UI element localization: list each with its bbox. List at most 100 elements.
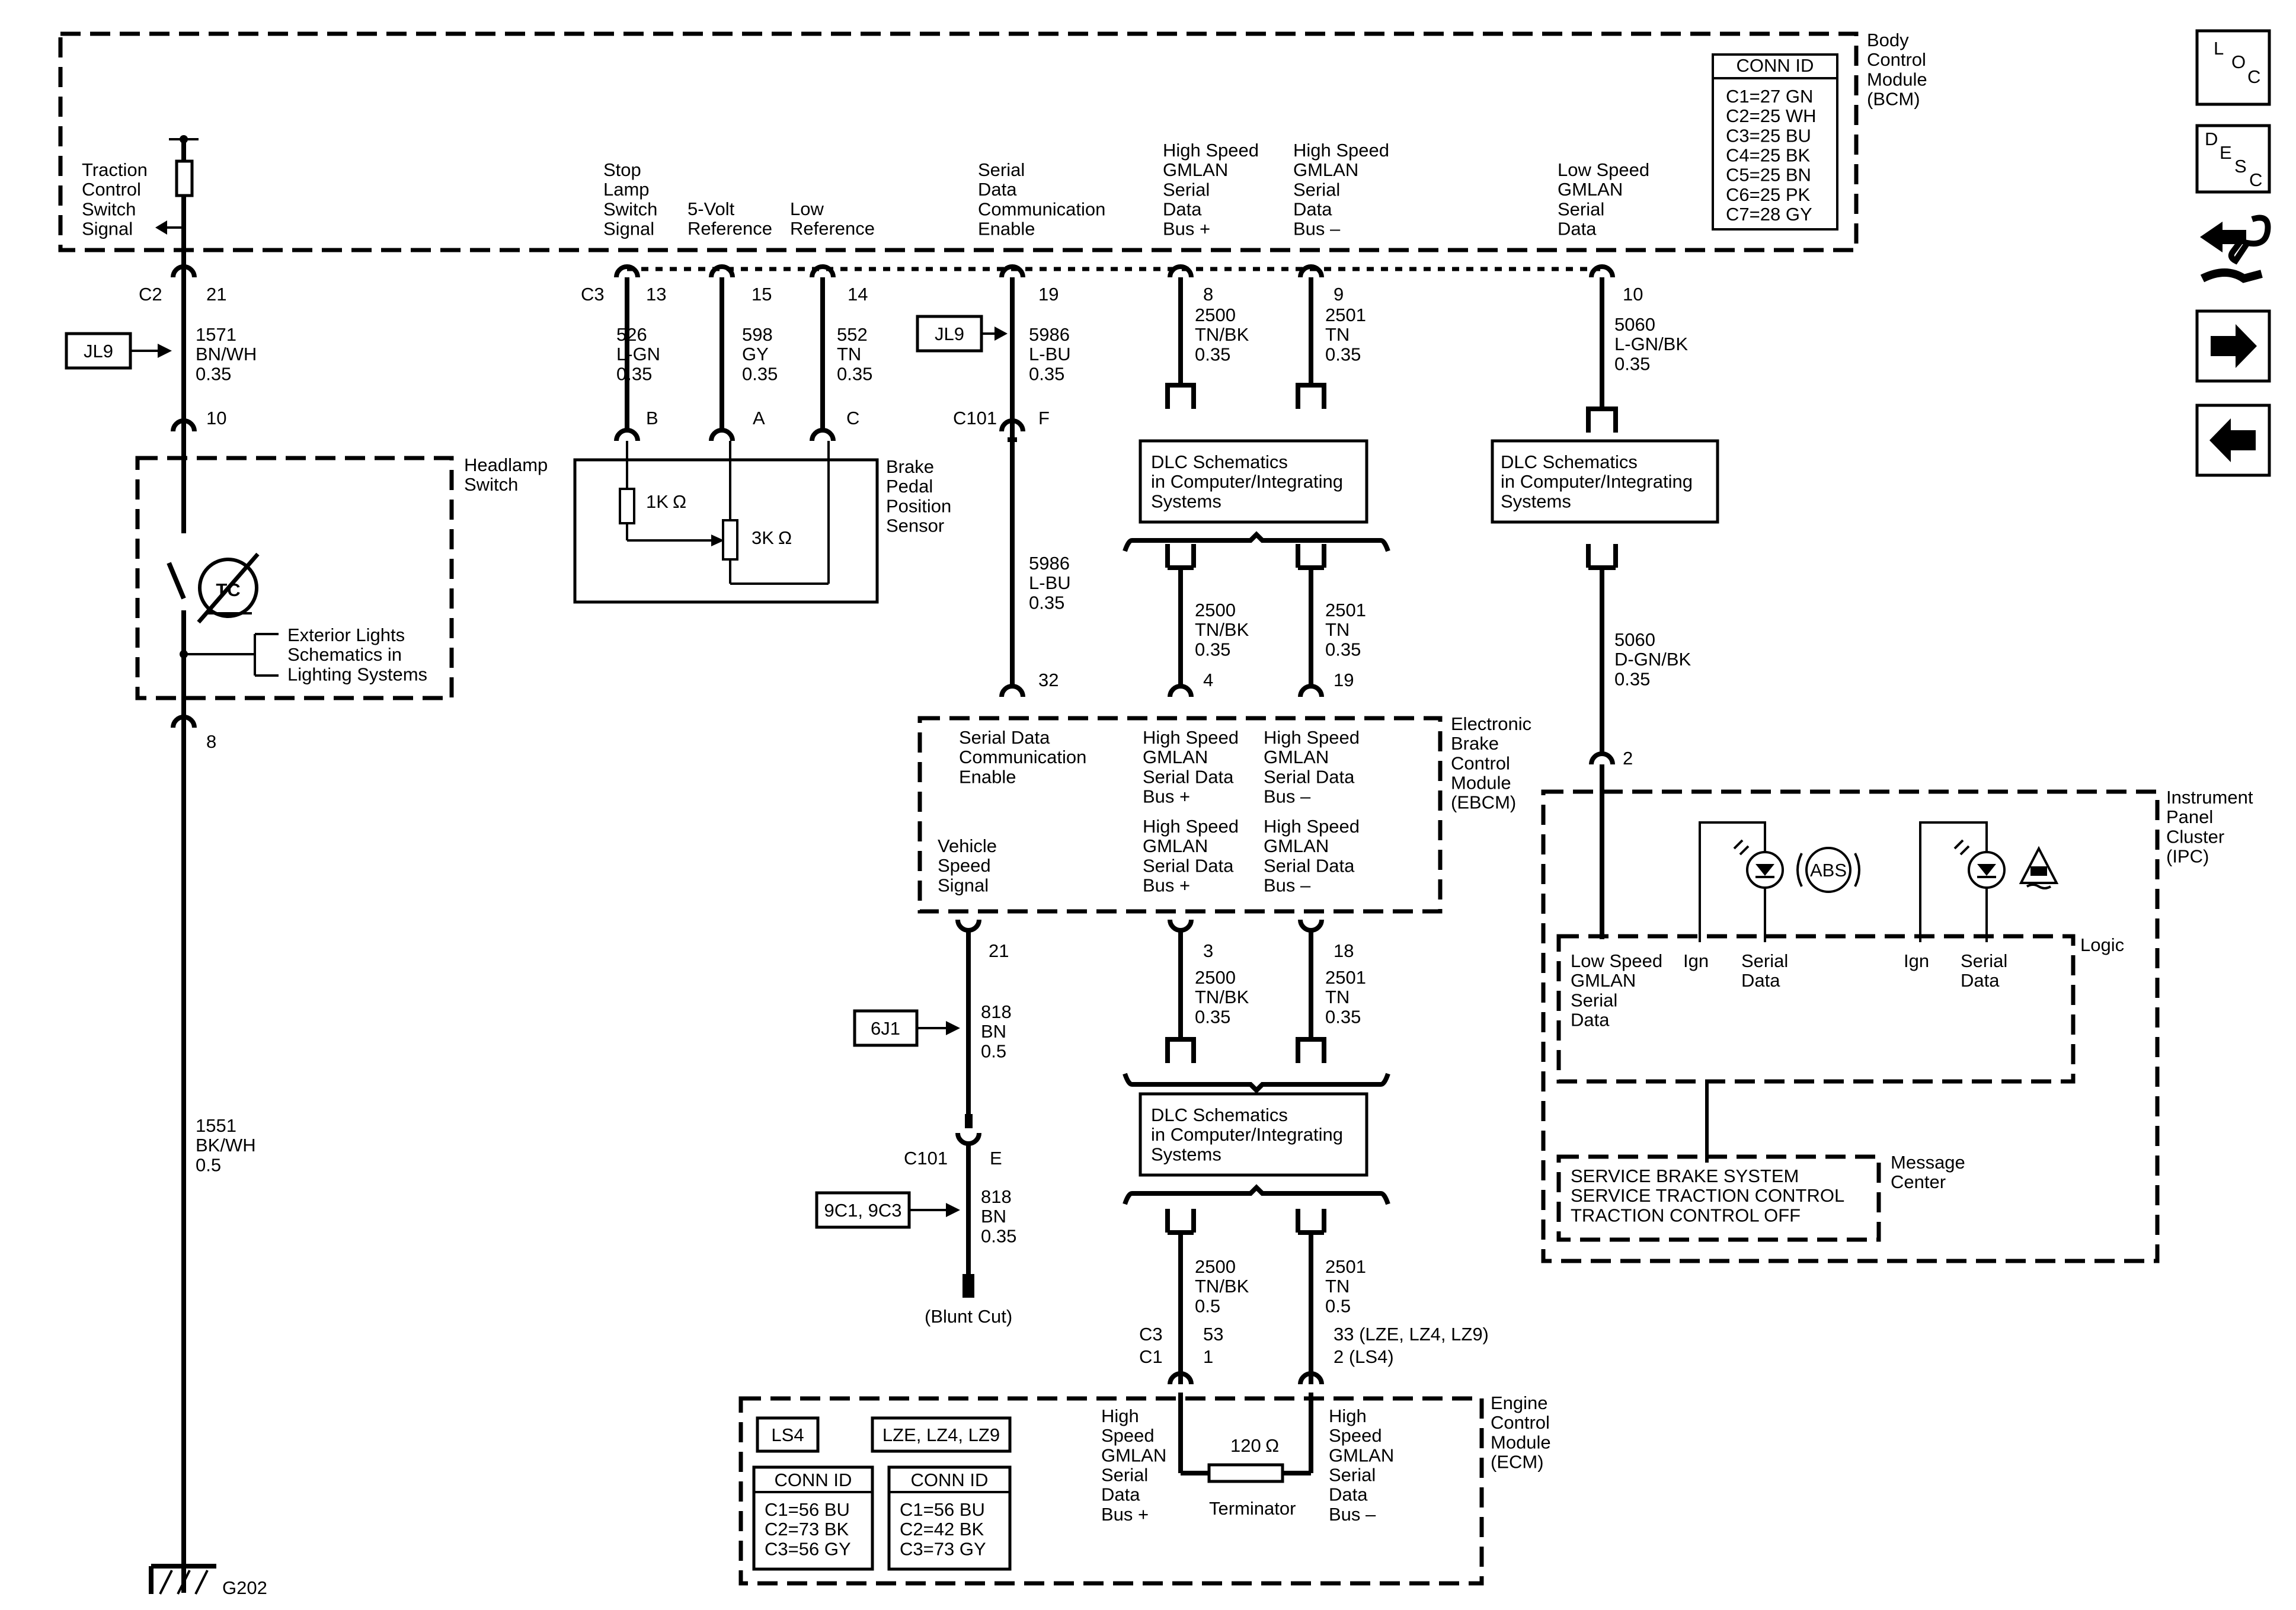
pin-32: 32 — [1038, 670, 1059, 690]
dlc-box-2[interactable] — [1491, 439, 1719, 524]
sensor-internals — [619, 441, 830, 585]
conn-c101-b: C101 — [904, 1148, 948, 1169]
message-center-outline — [1556, 1154, 1881, 1242]
previous-button[interactable] — [2195, 404, 2271, 477]
ref-9c1[interactable]: 9C1, 9C3 — [815, 1191, 960, 1229]
ohm-2: Ω — [778, 527, 792, 548]
description-button[interactable]: D E S C — [2195, 124, 2271, 194]
pin-1: 1 — [1203, 1346, 1213, 1367]
dlc-plug-1 — [1165, 383, 1196, 409]
traction-car-icon — [2019, 846, 2059, 889]
ecm-conn-a-title: CONN ID — [775, 1470, 852, 1490]
ipc-logic-label: Logic — [2080, 934, 2124, 955]
ipc-outline — [1541, 789, 2160, 1263]
pin-53: 53 — [1203, 1324, 1223, 1345]
pin-33: 33 (LZE, LZ4, LZ9) — [1334, 1324, 1489, 1345]
dlc-box-3[interactable] — [1139, 1092, 1368, 1177]
pin-8: 8 — [1203, 284, 1213, 305]
location-button[interactable]: L O C — [2195, 29, 2271, 106]
ohm-1: Ω — [673, 491, 686, 512]
next-button[interactable] — [2195, 309, 2271, 383]
ref-jl9-a-label: JL9 — [84, 341, 113, 361]
abs-indicator: ABS — [1699, 821, 1860, 942]
ipc-logic-outline — [1556, 934, 2076, 1084]
pin-10: 10 — [1623, 284, 1643, 305]
conn-c101-a: C101 — [953, 408, 997, 428]
dlc-plug-2 — [1296, 383, 1326, 409]
ref-jl9-a[interactable]: JL9 — [65, 332, 172, 370]
ref-jl9-b[interactable]: JL9 — [916, 315, 1008, 353]
pin-14: 14 — [848, 284, 868, 305]
pin-9: 9 — [1334, 284, 1344, 305]
bcm-conn-title: CONN ID — [1737, 55, 1814, 76]
conn-c3: C3 — [581, 284, 605, 305]
arrow-left-icon — [2209, 418, 2256, 462]
ipc-ign-2: Ign — [1904, 950, 1929, 971]
ref-jl9-b-label: JL9 — [935, 324, 964, 344]
loc-c: C — [2247, 66, 2260, 87]
loc-l: L — [2214, 38, 2224, 59]
pin-3: 3 — [1203, 940, 1213, 961]
pin-c: C — [846, 408, 859, 428]
terminator-resistor — [1207, 1463, 1284, 1483]
ground-g202 — [149, 1564, 216, 1595]
ref-9c1-label: 9C1, 9C3 — [824, 1200, 902, 1221]
pin-4: 4 — [1203, 670, 1213, 690]
ground-label: G202 — [222, 1577, 267, 1598]
ref-6j1[interactable]: 6J1 — [853, 1009, 960, 1047]
conn-ecm-c3: C3 — [1139, 1324, 1163, 1345]
pin-10-headlamp: 10 — [206, 408, 226, 428]
pin-f: F — [1038, 408, 1050, 428]
pin-19-ebcm: 19 — [1334, 670, 1354, 690]
wrench-diagnostic-icon[interactable] — [2200, 215, 2271, 283]
dlc-box-1[interactable] — [1139, 439, 1368, 524]
desc-e: E — [2220, 142, 2232, 163]
ref-6j1-label: 6J1 — [871, 1018, 900, 1039]
headlamp-switch-contact — [167, 533, 190, 610]
ecm-lze-label: LZE, LZ4, LZ9 — [882, 1425, 1000, 1445]
ecm-variant-ls4: LS4 — [756, 1416, 820, 1453]
ipc-ign-1: Ign — [1683, 950, 1709, 971]
pin-2-ls4: 2 (LS4) — [1334, 1346, 1394, 1367]
conn-c2: C2 — [139, 284, 162, 305]
pin-e: E — [990, 1148, 1002, 1169]
conn-ecm-c1: C1 — [1139, 1346, 1163, 1367]
headlamp-switch-outline — [135, 456, 454, 700]
pin-21: 21 — [206, 284, 226, 305]
terminator-ohm: Ω — [1265, 1435, 1279, 1456]
